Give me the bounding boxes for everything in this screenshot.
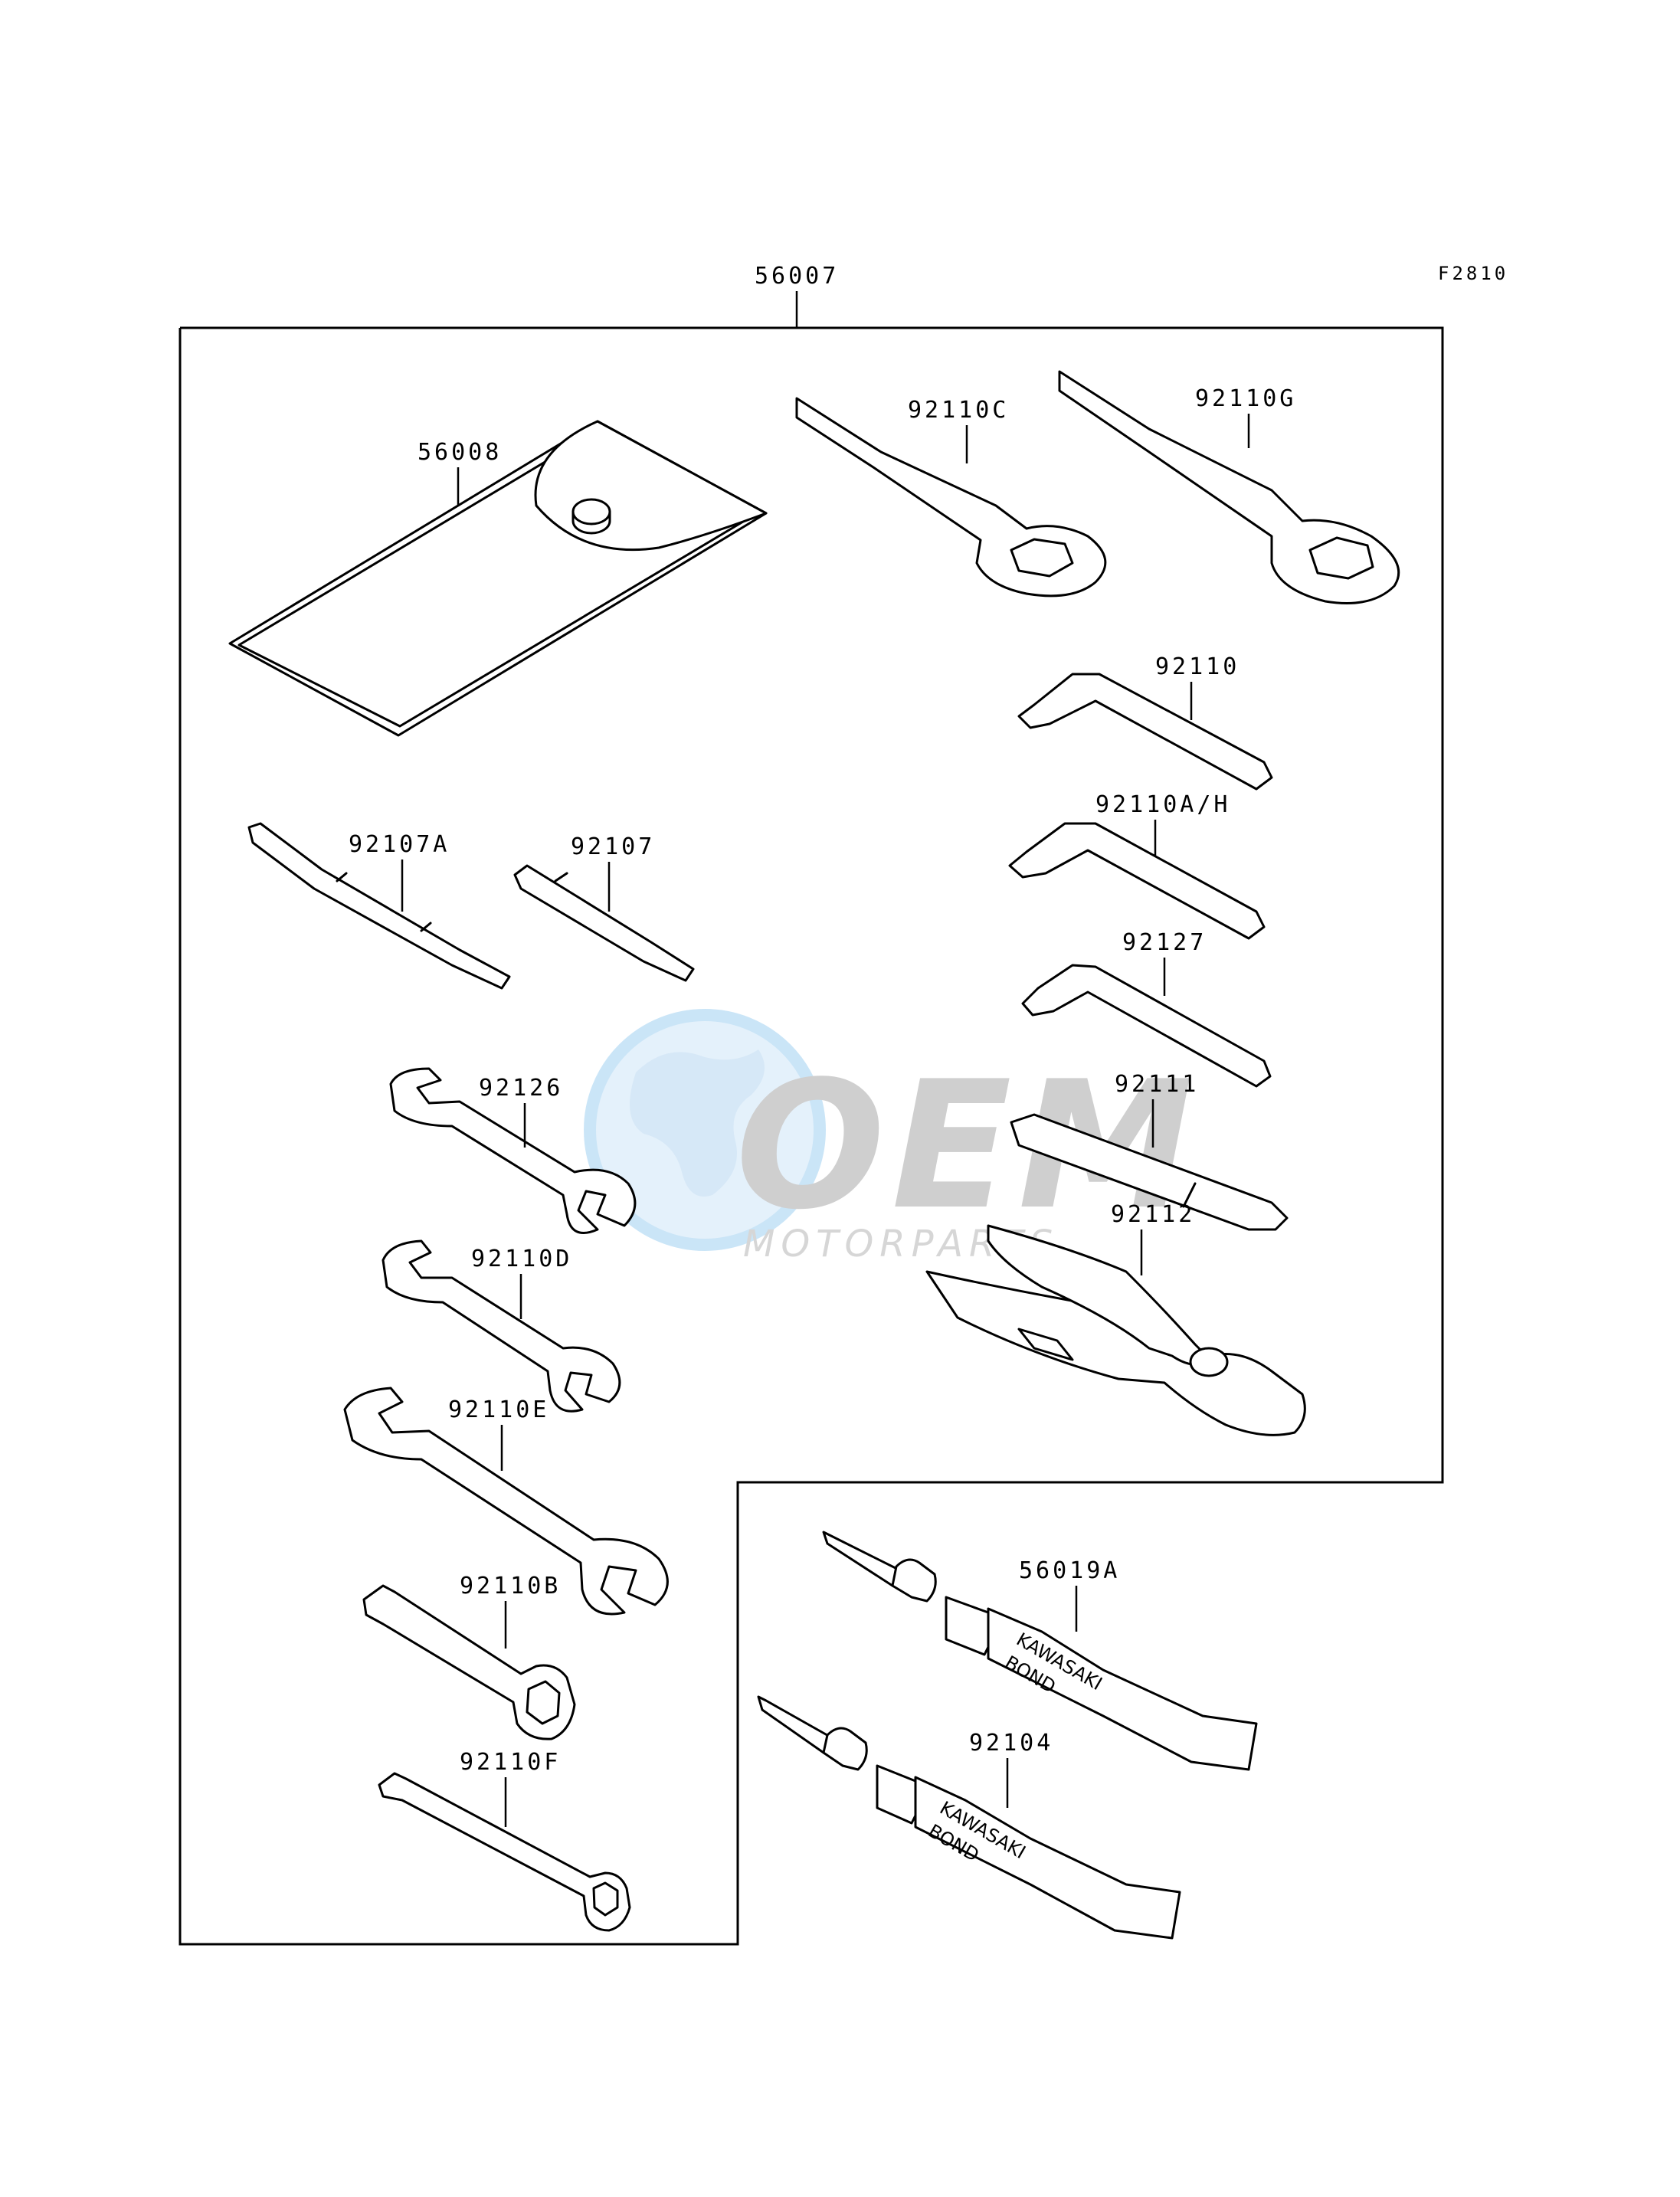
label-open-wrench-92110d: 92110D xyxy=(471,1246,572,1272)
pouch-drawing xyxy=(228,420,768,737)
label-handle-92111: 92111 xyxy=(1115,1071,1199,1098)
watermark-logo: OEM MOTORPARTS xyxy=(584,1009,1194,1265)
open-wrench-92110e-drawing xyxy=(343,1387,669,1616)
box-wrench-92110b-drawing xyxy=(362,1584,576,1740)
label-hex-key-92110: 92110 xyxy=(1155,653,1240,680)
assembly-label: 56007 xyxy=(755,263,839,290)
label-box-wrench-92110b: 92110B xyxy=(460,1573,561,1599)
open-wrench-92126-drawing xyxy=(389,1067,637,1234)
label-hex-key-92127: 92127 xyxy=(1122,929,1207,956)
label-bond-tube-92104: 92104 xyxy=(969,1730,1053,1757)
label-pouch: 56008 xyxy=(418,439,502,466)
ring-wrench-c-drawing xyxy=(795,397,1107,598)
label-ring-wrench-g: 92110G xyxy=(1195,385,1296,412)
label-screwdriver-bit: 92107 xyxy=(571,833,655,860)
ring-wrench-g-drawing xyxy=(1058,370,1400,604)
handle-92111-drawing xyxy=(1010,1113,1289,1231)
hex-key-92127-drawing xyxy=(1021,964,1272,1088)
screwdriver-bit-a-drawing xyxy=(247,822,511,990)
open-wrench-92110d-drawing xyxy=(382,1239,621,1413)
label-open-wrench-92126: 92126 xyxy=(479,1075,563,1102)
pliers-92112-drawing xyxy=(925,1224,1306,1436)
label-hex-key-92110ah: 92110A/H xyxy=(1095,791,1231,818)
label-bond-tube-56019a: 56019A xyxy=(1019,1557,1120,1584)
label-box-wrench-92110f: 92110F xyxy=(460,1749,561,1776)
hex-key-92110-drawing xyxy=(1017,673,1273,791)
label-open-wrench-92110e: 92110E xyxy=(448,1396,549,1423)
label-pliers-92112: 92112 xyxy=(1111,1201,1195,1228)
label-screwdriver-bit-a: 92107A xyxy=(349,831,450,858)
box-wrench-92110f-drawing xyxy=(378,1772,631,1932)
label-ring-wrench-c: 92110C xyxy=(908,397,1009,424)
screwdriver-bit-drawing xyxy=(513,864,695,982)
figure-code: F2810 xyxy=(1438,263,1508,284)
hex-key-92110ah-drawing xyxy=(1008,822,1266,940)
assembly-outline xyxy=(178,326,1444,1946)
